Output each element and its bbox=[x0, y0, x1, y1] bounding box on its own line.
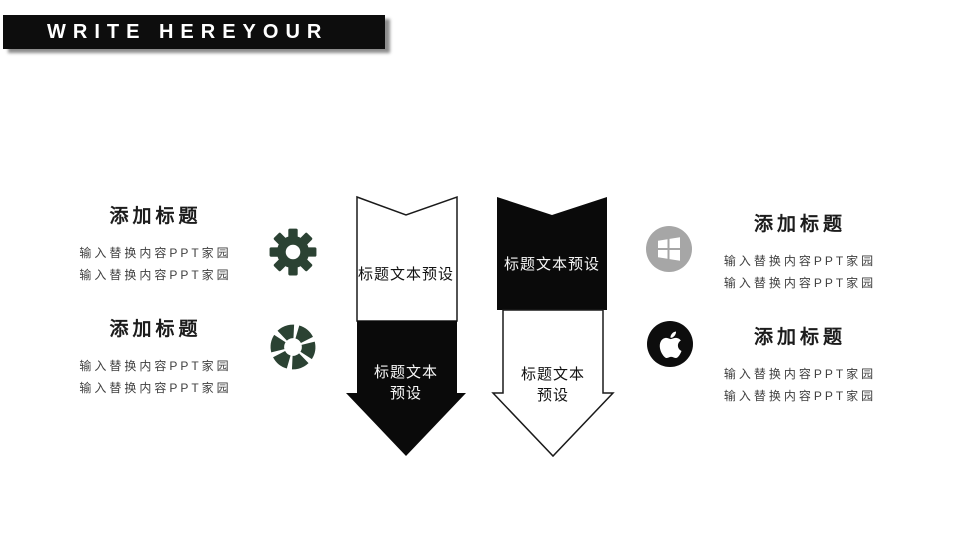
aperture-icon-graphic bbox=[270, 324, 316, 370]
block-body-line: 输入替换内容PPT家园 bbox=[723, 276, 877, 290]
text-block-left-bottom[interactable]: 添加标题 输入替换内容PPT家园 输入替换内容PPT家园 bbox=[58, 318, 253, 399]
windows-icon[interactable] bbox=[646, 226, 692, 272]
block-heading: 添加标题 bbox=[109, 319, 202, 340]
aperture-icon[interactable] bbox=[268, 322, 318, 372]
block-body-line: 输入替换内容PPT家园 bbox=[79, 246, 232, 260]
block-body-line: 输入替换内容PPT家园 bbox=[723, 389, 877, 403]
arrow-left-top-label[interactable]: 标题文本预设 bbox=[357, 266, 454, 283]
block-heading: 添加标题 bbox=[109, 206, 202, 227]
gear-icon-graphic bbox=[269, 228, 317, 276]
slide-title: WRITE HEREYOUR bbox=[47, 20, 329, 43]
block-heading: 添加标题 bbox=[753, 214, 846, 235]
arrow-left[interactable] bbox=[340, 192, 472, 460]
arrow-left-bottom-label[interactable]: 标题文本预设 bbox=[373, 364, 438, 402]
text-block-left-top[interactable]: 添加标题 输入替换内容PPT家园 输入替换内容PPT家园 bbox=[58, 205, 253, 286]
windows-icon-graphic bbox=[646, 226, 692, 272]
block-body-line: 输入替换内容PPT家园 bbox=[79, 359, 232, 373]
block-body-line: 输入替换内容PPT家园 bbox=[79, 268, 232, 282]
arrow-right-graphic bbox=[491, 197, 615, 458]
arrow-right-bottom-label[interactable]: 标题文本预设 bbox=[520, 366, 585, 404]
block-body-line: 输入替换内容PPT家园 bbox=[723, 254, 877, 268]
arrow-left-graphic bbox=[346, 195, 466, 456]
block-body-line: 输入替换内容PPT家园 bbox=[79, 381, 232, 395]
text-block-right-bottom[interactable]: 添加标题 输入替换内容PPT家园 输入替换内容PPT家园 bbox=[705, 326, 895, 407]
title-banner[interactable]: WRITE HEREYOUR bbox=[3, 15, 385, 49]
apple-icon-graphic bbox=[647, 321, 693, 367]
apple-icon[interactable] bbox=[647, 321, 693, 367]
arrow-right-top-label[interactable]: 标题文本预设 bbox=[503, 256, 600, 273]
text-block-right-top[interactable]: 添加标题 输入替换内容PPT家园 输入替换内容PPT家园 bbox=[705, 213, 895, 294]
gear-icon[interactable] bbox=[268, 227, 318, 277]
arrow-right[interactable] bbox=[490, 192, 622, 460]
block-heading: 添加标题 bbox=[753, 327, 846, 348]
block-body-line: 输入替换内容PPT家园 bbox=[723, 367, 877, 381]
